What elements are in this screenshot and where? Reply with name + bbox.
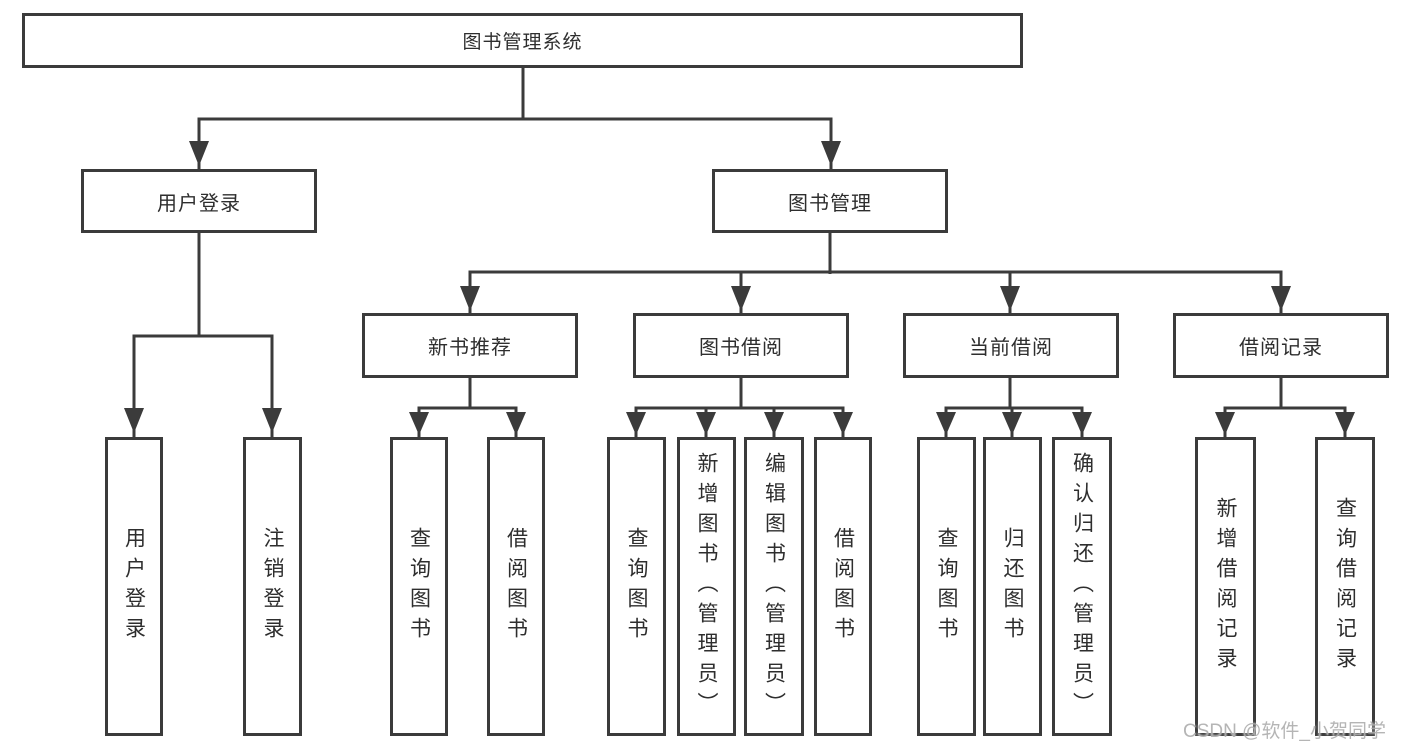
node-book-borrowing: 图书借阅 xyxy=(633,313,849,378)
connector-book-mgmt-branch xyxy=(468,232,1283,313)
arrowheads-newbook-leaves xyxy=(409,412,526,435)
leaf-records-add-record-label: 新增借阅记录 xyxy=(1214,496,1237,677)
leaf-newbook-borrow-books-label: 借阅图书 xyxy=(504,526,528,647)
leaf-records-query-record-label: 查询借阅记录 xyxy=(1333,496,1357,677)
leaf-current-return-books-label: 归还图书 xyxy=(1001,526,1024,647)
connector-root-to-level2 xyxy=(197,68,833,169)
node-library-system-label: 图书管理系统 xyxy=(462,32,583,53)
leaf-newbook-query-books-label: 查询图书 xyxy=(407,526,431,647)
leaf-borrowing-add-books-admin: 新增图书（管理员） xyxy=(677,437,736,736)
node-new-book-recommend: 新书推荐 xyxy=(362,313,578,378)
leaf-borrowing-borrow-books-label: 借阅图书 xyxy=(831,526,855,647)
node-book-management: 图书管理 xyxy=(712,169,948,233)
node-user-login-label: 用户登录 xyxy=(157,192,241,215)
leaf-logout-label: 注销登录 xyxy=(261,526,284,647)
connector-newbook-branch xyxy=(417,377,518,437)
node-borrowing-records: 借阅记录 xyxy=(1173,313,1389,378)
node-library-system: 图书管理系统 xyxy=(22,13,1023,68)
leaf-borrowing-edit-books-admin-label: 编辑图书（管理员） xyxy=(762,451,786,722)
leaf-user-login-label: 用户登录 xyxy=(122,526,146,647)
leaf-borrowing-borrow-books: 借阅图书 xyxy=(814,437,872,736)
node-book-management-label: 图书管理 xyxy=(788,192,872,215)
leaf-current-confirm-return-admin: 确认归还（管理员） xyxy=(1052,437,1112,736)
arrowheads-currentborrow-leaves xyxy=(936,412,1092,435)
leaf-borrowing-query-books: 查询图书 xyxy=(607,437,666,736)
leaf-borrowing-edit-books-admin: 编辑图书（管理员） xyxy=(744,437,804,736)
leaf-records-query-record: 查询借阅记录 xyxy=(1315,437,1375,736)
connector-borrowrecord-branch xyxy=(1223,377,1347,437)
arrowheads-user-login-leaves xyxy=(124,408,282,433)
node-current-borrowing-label: 当前借阅 xyxy=(969,337,1053,359)
arrowheads-level3 xyxy=(460,286,1291,311)
node-borrowing-records-label: 借阅记录 xyxy=(1239,337,1323,359)
node-user-login: 用户登录 xyxy=(81,169,317,233)
leaf-borrowing-add-books-admin-label: 新增图书（管理员） xyxy=(695,451,718,722)
leaf-newbook-query-books: 查询图书 xyxy=(390,437,448,736)
leaf-user-login: 用户登录 xyxy=(105,437,163,736)
leaf-current-return-books: 归还图书 xyxy=(983,437,1042,736)
arrowheads-borrowrecord-leaves xyxy=(1215,412,1355,435)
arrowheads-level2 xyxy=(189,141,841,166)
leaf-borrowing-query-books-label: 查询图书 xyxy=(625,526,648,647)
leaf-newbook-borrow-books: 借阅图书 xyxy=(487,437,545,736)
leaf-records-add-record: 新增借阅记录 xyxy=(1195,437,1256,736)
arrowheads-bookborrow-leaves xyxy=(626,412,853,435)
connector-bookborrow-branch xyxy=(634,377,845,437)
node-new-book-recommend-label: 新书推荐 xyxy=(428,337,512,359)
node-book-borrowing-label: 图书借阅 xyxy=(699,337,783,359)
leaf-current-confirm-return-admin-label: 确认归还（管理员） xyxy=(1070,451,1094,722)
connector-user-login-branch xyxy=(132,232,274,437)
node-current-borrowing: 当前借阅 xyxy=(903,313,1119,378)
leaf-logout: 注销登录 xyxy=(243,437,302,736)
leaf-current-query-books: 查询图书 xyxy=(917,437,976,736)
leaf-current-query-books-label: 查询图书 xyxy=(935,526,958,647)
